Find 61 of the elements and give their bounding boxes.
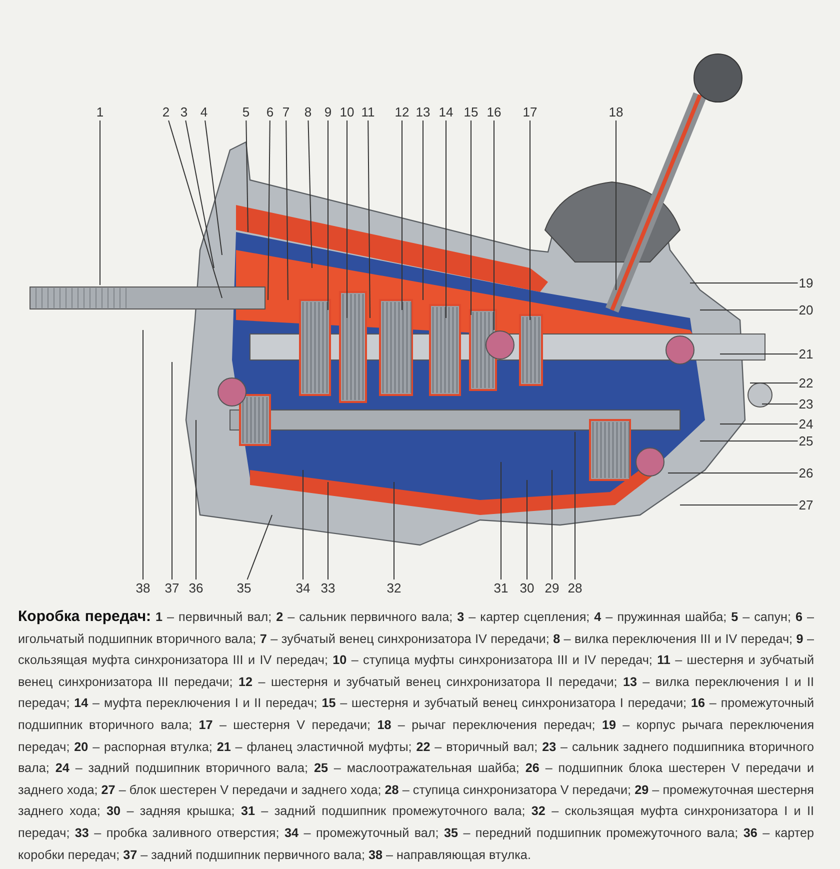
callout-number: 15 (464, 104, 478, 120)
callout-number: 3 (180, 104, 188, 120)
callout-number: 19 (798, 276, 814, 290)
callout-number: 36 (188, 580, 204, 596)
leader-line (470, 120, 472, 316)
leader-line (168, 120, 222, 298)
leader-line (526, 480, 528, 580)
callout-number: 8 (304, 104, 312, 120)
callout-number: 31 (494, 580, 508, 596)
leader-line (246, 514, 272, 580)
callout-number: 35 (236, 580, 252, 596)
callout-number: 24 (798, 416, 814, 432)
callout-number: 2 (162, 104, 170, 120)
callout-number: 5 (242, 104, 250, 120)
leader-line (368, 120, 370, 318)
caption-paragraph: Коробка передач: 1 – первичный вал; 2 – сальник первичного вала; 3 – картер сцепления; 4 – пружинная шайба; 5 – сапун; 6 – игольчатый подшипник вторичного вала; 7 – зубчатый венец синхронизатора IV передачи; 8 – вилка переключения III и IV передач; 9 – скользящая муфта синхронизатора III и IV передач; 10 – ступица муфты синхронизатора III и IV передач; 11 – шестерня и зубчатый венец синхронизатора III передачи; 12 – шестерня и зубчатый венец синхронизатора II передачи; 13 – вилка переключения I и II передач; 14 – муфта переключения I и II передач; 15 – шестерня и зубчатый венец синхронизатора I передачи; 16 – промежуточный подшипник вторичного вала; 17 – шестерня V передачи; 18 – рычаг переключения передач; 19 – корпус рычага переключения передач; 20 – распорная втулка; 21 – фланец эластичной муфты; 22 – вторичный вал; 23 – сальник заднего подшипника вторичного вала; 24 – задний подшипник вторичного вала; 25 – маслоотражательная шайба; 26 – подшипник блока шестерен V передачи и заднего хода; 27 – блок шестерен V передачи и заднего хода; 28 – ступица синхронизатора V передачи; 29 – промежуточная шестерня заднего хода; 30 – задняя крышка; 31 – задний подшипник промежуточного вала; 32 – скользящая муфта синхронизатора I и II передач; 33 – пробка заливного отверстия; 34 – промежуточный вал; 35 – передний подшипник промежуточного вала; 36 – картер коробки передач; 37 – задний подшипник первичного вала; 38 – направляющая втулка. (18, 607, 814, 864)
leader-line (185, 120, 214, 268)
callout-number: 32 (386, 580, 402, 596)
callout-number: 25 (798, 434, 814, 448)
callout-number: 7 (282, 104, 290, 120)
callout-number: 1 (96, 104, 104, 120)
leader-line (680, 504, 798, 506)
callout-number: 22 (798, 376, 814, 390)
leader-line (204, 120, 222, 256)
leader-line (690, 282, 798, 284)
callout-number: 30 (520, 580, 534, 596)
leader-line (700, 440, 798, 442)
callout-number: 27 (798, 498, 814, 512)
leader-line (268, 120, 270, 300)
callout-number: 16 (486, 104, 502, 120)
callout-number: 11 (361, 104, 375, 120)
leader-line (750, 382, 798, 384)
callout-number: 17 (522, 104, 538, 120)
leader-line (246, 120, 248, 232)
callout-number: 20 (798, 302, 814, 318)
callout-number: 9 (324, 104, 332, 120)
callout-number: 14 (438, 104, 454, 120)
callout-number: 33 (320, 580, 336, 596)
leader-line (346, 120, 348, 318)
leader-line (422, 120, 424, 300)
callout-number: 18 (608, 104, 624, 120)
leader-line (574, 432, 576, 580)
callout-number: 6 (266, 104, 274, 120)
leader-line (308, 120, 312, 268)
callout-number: 12 (394, 104, 410, 120)
callout-number: 28 (568, 580, 582, 596)
leader-line (302, 470, 304, 580)
callout-number: 10 (340, 104, 354, 120)
leader-line (142, 330, 144, 580)
callout-number: 13 (416, 104, 430, 120)
callout-number: 23 (798, 396, 814, 412)
callout-number: 21 (798, 346, 814, 362)
callout-number: 37 (164, 580, 180, 596)
callout-number: 38 (136, 580, 150, 596)
leader-line (286, 120, 288, 300)
callout-number: 34 (296, 580, 310, 596)
callout-number: 26 (798, 466, 814, 480)
callout-number: 29 (544, 580, 560, 596)
leader-line (668, 472, 798, 474)
leader-line (500, 462, 502, 580)
callout-number: 4 (200, 104, 208, 120)
